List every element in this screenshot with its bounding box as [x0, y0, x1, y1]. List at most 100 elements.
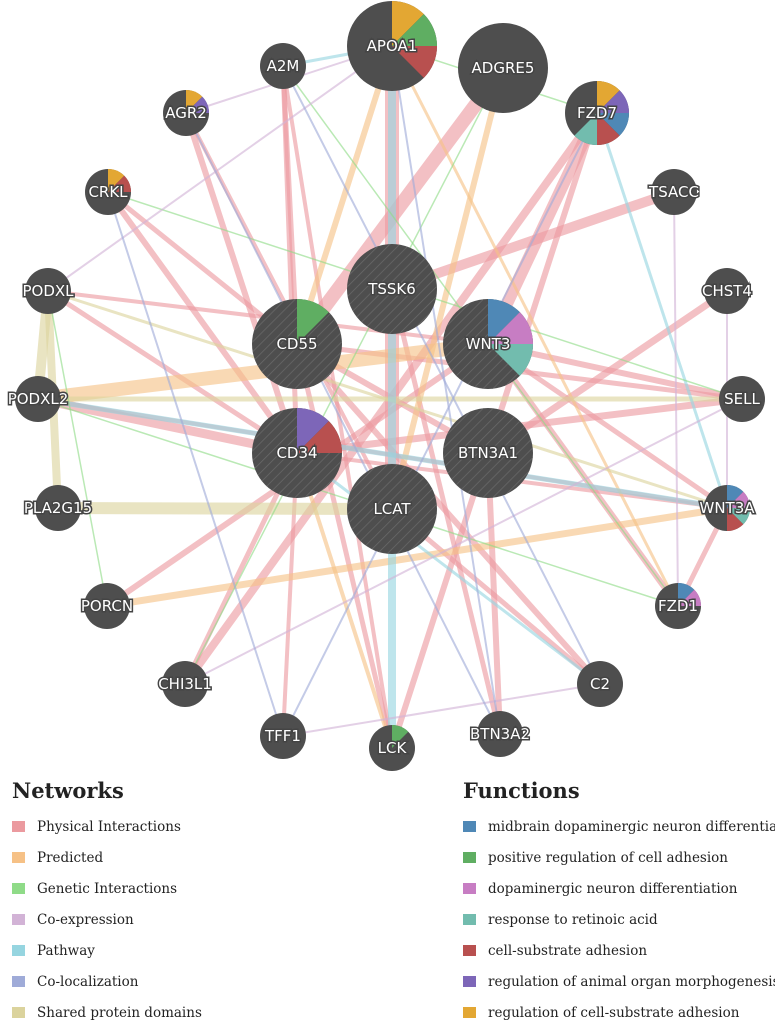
node-porcn[interactable]: PORCN — [79, 583, 135, 629]
node-label: CD34 — [276, 444, 317, 462]
edge-crkl-tff1 — [107, 191, 284, 737]
edge-lcat-c2 — [389, 506, 603, 687]
function-wedge-cell-substrate-adhesion — [297, 421, 342, 453]
node-label: BTN3A1 — [458, 444, 518, 462]
legend-swatch — [463, 852, 476, 863]
node-tsacc[interactable]: TSACC — [647, 169, 700, 215]
function-wedge-positive-regulation-of-cell-adhesion — [297, 299, 329, 344]
function-wedge-positive-regulation-of-cell-adhesion — [392, 725, 409, 748]
node-tff1[interactable]: TFF1 — [260, 713, 306, 759]
functions-legend-item-regulation-of-cell-substrate-adhesion: regulation of cell-substrate adhesion — [463, 997, 775, 1028]
functions-legend-item-regulation-of-animal-organ-morphogenesis: regulation of animal organ morphogenesis — [463, 966, 775, 997]
legend-label: Genetic Interactions — [37, 880, 178, 897]
edge-a2m-c2 — [282, 65, 601, 685]
node-fzd1[interactable]: FZD1 — [655, 583, 701, 629]
edge-podxl-wnt3a — [46, 289, 729, 510]
edge-apoa1-btn3a2 — [391, 45, 501, 735]
node-cd55[interactable]: CD55 — [252, 299, 342, 389]
node-tssk6[interactable]: TSSK6 — [347, 244, 437, 334]
edge-agr2-btn3a2 — [185, 112, 501, 735]
edge-pla2g15-lcat — [52, 502, 398, 515]
function-wedge-response-to-retinoic-acid — [574, 113, 597, 145]
node-podxl2[interactable]: PODXL2 — [6, 376, 70, 422]
node-crkl[interactable]: CRKL — [85, 169, 131, 215]
function-wedge-regulation-of-cell-substrate-adhesion — [186, 90, 203, 113]
networks-legend-item-pathway: Pathway — [12, 935, 202, 966]
functions-legend: Functions midbrain dopaminergic neuron d… — [463, 778, 775, 1028]
function-wedge-dopaminergic-neuron-differentiation — [678, 589, 701, 606]
function-wedge-dopaminergic-neuron-differentiation — [488, 312, 533, 344]
node-fzd7[interactable]: FZD7 — [565, 81, 629, 145]
edge-porcn-podxl — [47, 290, 108, 607]
edge-cd34-crkl — [105, 189, 300, 456]
legend-swatch — [12, 945, 25, 956]
legend-label: regulation of animal organ morphogenesis — [488, 973, 775, 990]
function-wedge-cell-substrate-adhesion — [392, 46, 437, 78]
legend-swatch — [12, 852, 25, 863]
edges-layer — [31, 39, 746, 752]
networks-legend-title: Networks — [12, 778, 124, 803]
node-label: CRKL — [88, 183, 128, 201]
edge-btn3a1-chst4 — [484, 287, 731, 457]
node-pla2g15[interactable]: PLA2G15 — [22, 485, 94, 531]
edge-cd34-agr2 — [183, 110, 300, 456]
function-wedge-regulation-of-cell-substrate-adhesion — [392, 1, 424, 46]
node-btn3a2[interactable]: BTN3A2 — [468, 711, 532, 757]
legend-swatch — [12, 883, 25, 894]
edge-apoa1-fzd1 — [390, 44, 680, 608]
functions-legend-item-positive-regulation-of-cell-adhesion: positive regulation of cell adhesion — [463, 842, 775, 873]
networks-legend-item-co-localization: Co-localization — [12, 966, 202, 997]
legend-label: dopaminergic neuron differentiation — [488, 880, 738, 897]
legend-swatch — [12, 821, 25, 832]
node-label: LCK — [378, 739, 408, 757]
legend-label: Shared protein domains — [37, 1004, 202, 1021]
node-c2[interactable]: C2 — [577, 661, 623, 707]
node-agr2[interactable]: AGR2 — [163, 90, 209, 136]
node-wnt3a[interactable]: WNT3A — [698, 485, 757, 531]
node-label: PORCN — [81, 597, 133, 615]
legend-label: midbrain dopaminergic neuron differentia… — [488, 818, 775, 835]
node-label: APOA1 — [367, 37, 418, 55]
node-lck[interactable]: LCK — [369, 725, 415, 771]
edge-cd34-podxl — [45, 288, 300, 456]
networks-legend-item-physical-interactions: Physical Interactions — [12, 811, 202, 842]
edge-fzd7-tff1 — [282, 112, 598, 737]
function-wedge-cell-substrate-adhesion — [108, 175, 131, 192]
legend-swatch — [463, 914, 476, 925]
edge-c2-tff1 — [282, 683, 601, 737]
node-lcat[interactable]: LCAT — [347, 464, 437, 554]
networks-legend-item-predicted: Predicted — [12, 842, 202, 873]
node-a2m[interactable]: A2M — [260, 43, 306, 89]
node-sell[interactable]: SELL — [719, 376, 765, 422]
edge-cd34-lck — [295, 451, 394, 750]
function-wedge-regulation-of-cell-substrate-adhesion — [108, 169, 125, 192]
node-podxl[interactable]: PODXL — [21, 268, 76, 314]
function-wedge-response-to-retinoic-acid — [488, 344, 533, 376]
function-wedge-cell-substrate-adhesion — [727, 508, 744, 531]
node-cd34[interactable]: CD34 — [252, 408, 342, 498]
edge-wnt3-wnt3a — [485, 341, 730, 511]
edge-a2m-lck — [281, 64, 394, 750]
edge-apoa1-cd55 — [294, 43, 395, 347]
functions-legend-item-midbrain-dopaminergic-neuron-differentiation: midbrain dopaminergic neuron differentia… — [463, 811, 775, 842]
node-label: PODXL2 — [8, 390, 69, 408]
edge-porcn-wnt3a — [103, 504, 731, 610]
node-label: CHST4 — [702, 282, 752, 300]
legend-swatch — [12, 1007, 25, 1018]
node-chi3l1[interactable]: CHI3L1 — [157, 661, 213, 707]
function-wedge-response-to-retinoic-acid — [727, 508, 750, 525]
node-label: TSACC — [648, 183, 699, 201]
node-btn3a1[interactable]: BTN3A1 — [443, 408, 533, 498]
node-wnt3[interactable]: WNT3 — [443, 299, 533, 389]
function-wedge-midbrain-dopaminergic-neuron-differentiation — [488, 299, 520, 344]
edge-podxl2-wnt3a — [35, 396, 730, 511]
functions-legend-item-cell-substrate-adhesion: cell-substrate adhesion — [463, 935, 775, 966]
edge-tsacc-fzd1 — [673, 191, 679, 607]
node-apoa1[interactable]: APOA1 — [347, 1, 437, 91]
node-label: TFF1 — [264, 727, 301, 745]
node-chst4[interactable]: CHST4 — [701, 268, 753, 314]
node-adgre5[interactable]: ADGRE5 — [458, 23, 548, 113]
legend-swatch — [463, 1007, 476, 1018]
node-label: SELL — [724, 390, 760, 408]
